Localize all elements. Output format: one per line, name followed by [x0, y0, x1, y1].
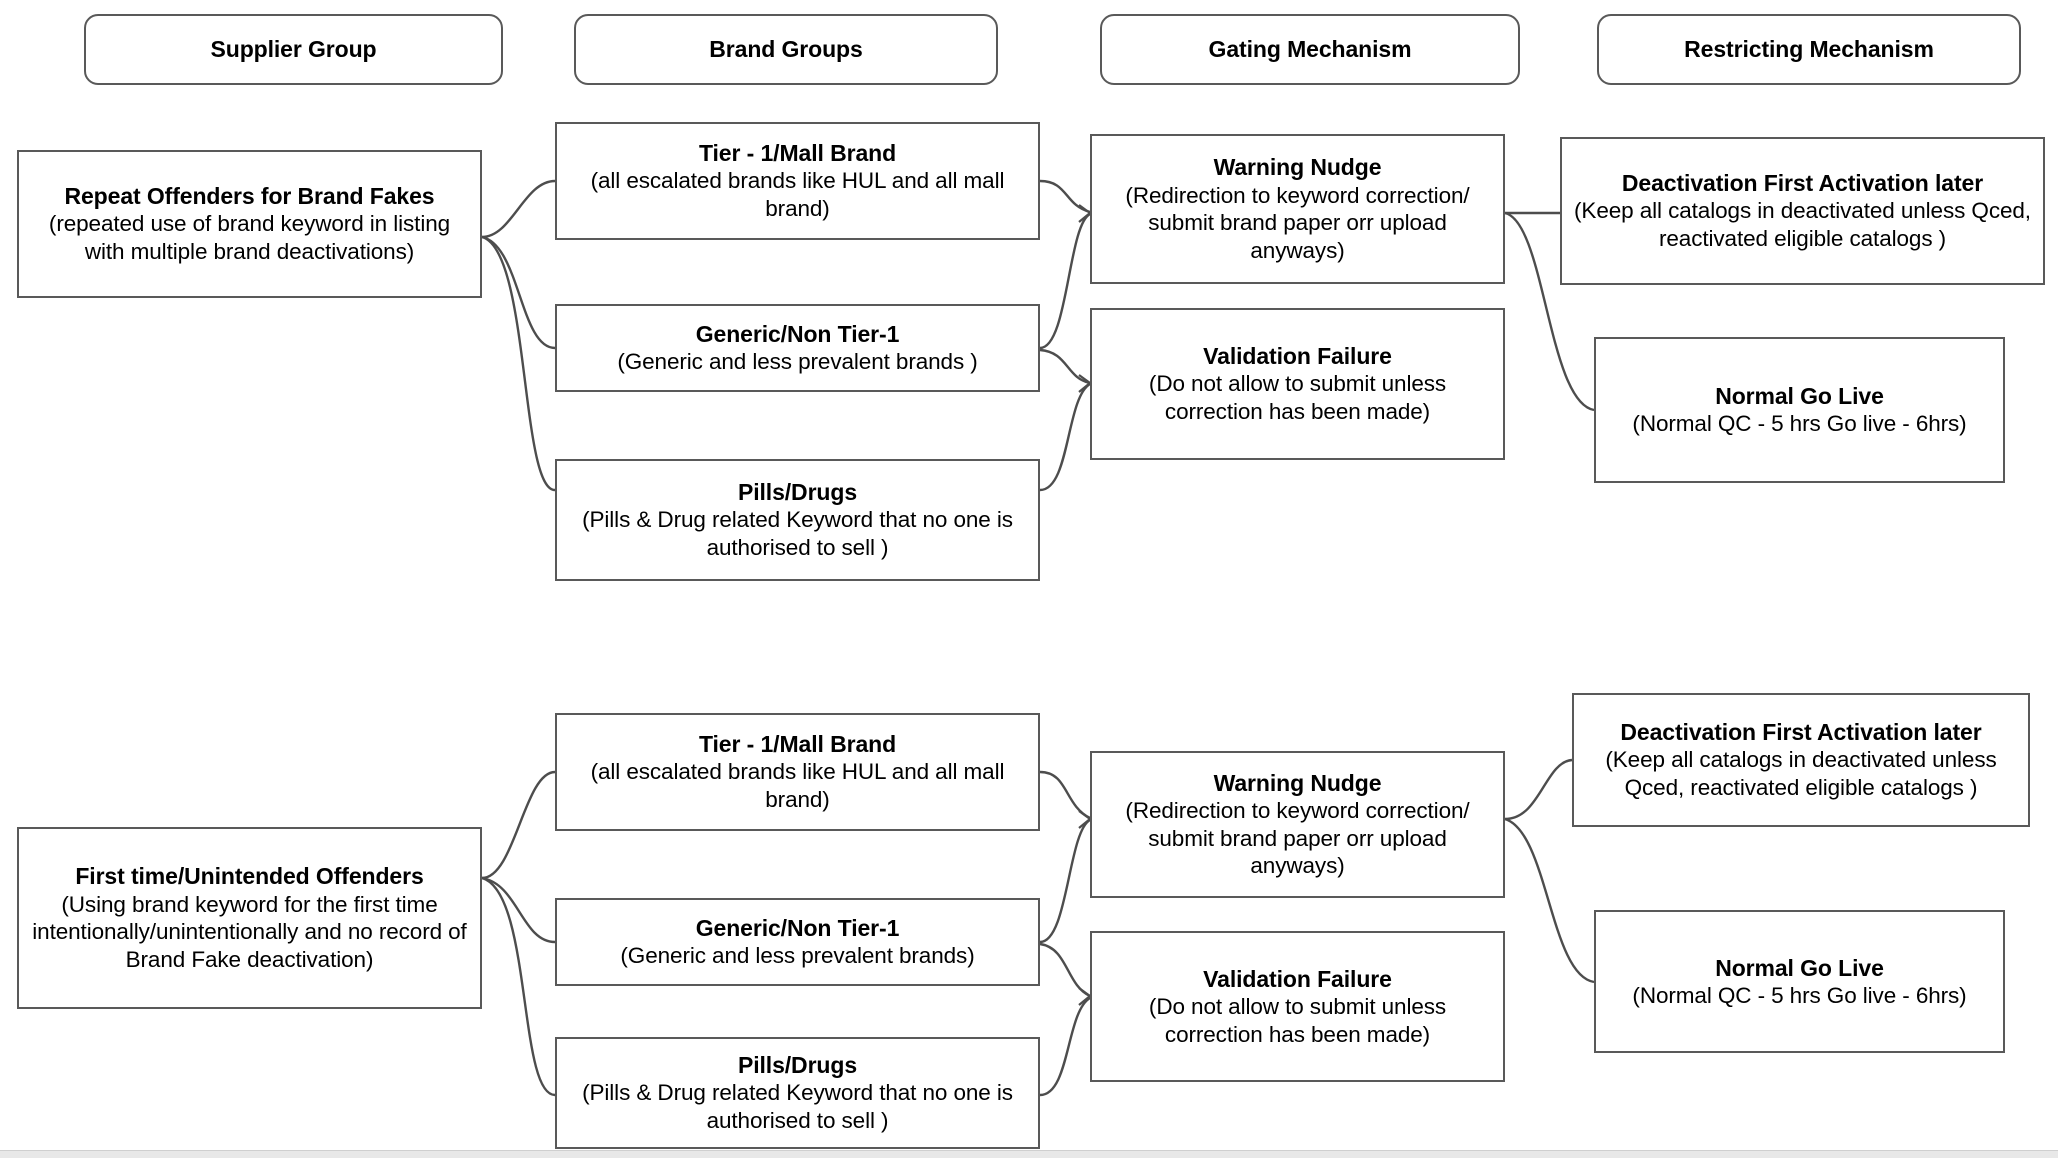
- connector-generic-to-validation-top: [1039, 348, 1091, 385]
- gating-node-warning-nudge-bottom[interactable]: Warning Nudge (Redirection to keyword co…: [1090, 751, 1505, 898]
- column-header-label: Restricting Mechanism: [1684, 36, 1934, 63]
- node-description: (Redirection to keyword correction/ subm…: [1125, 798, 1470, 879]
- connector-generic-to-validation-bottom: [1039, 942, 1091, 998]
- arrow-notch-gating-validation-top: [1078, 374, 1092, 393]
- node-title: Normal Go Live: [1715, 954, 1884, 981]
- node-title: First time/Unintended Offenders: [75, 863, 424, 890]
- connector-pills-to-validation-bottom: [1039, 996, 1091, 1097]
- node-description: (Redirection to keyword correction/ subm…: [1125, 182, 1470, 263]
- connector-pills-to-validation-top: [1039, 382, 1091, 492]
- gating-node-warning-nudge-top[interactable]: Warning Nudge (Redirection to keyword co…: [1090, 134, 1505, 284]
- node-title: Generic/Non Tier-1: [695, 915, 900, 942]
- node-description: (Keep all catalogs in deactivated unless…: [1574, 198, 2031, 252]
- brand-group-node-tier1-bottom[interactable]: Tier - 1/Mall Brand (all escalated brand…: [555, 713, 1040, 831]
- gating-node-validation-failure-bottom[interactable]: Validation Failure (Do not allow to subm…: [1090, 931, 1505, 1082]
- node-title: Generic/Non Tier-1: [695, 321, 900, 348]
- node-description: (Pills & Drug related Keyword that no on…: [582, 1080, 1013, 1134]
- node-title: Validation Failure: [1203, 965, 1392, 992]
- node-title: Pills/Drugs: [737, 479, 858, 506]
- node-title: Warning Nudge: [1213, 769, 1382, 796]
- arrow-notch-gating-validation-bottom: [1078, 987, 1092, 1006]
- connector-supplier-to-tier1-top: [481, 179, 556, 239]
- restricting-node-normal-go-live-top[interactable]: Normal Go Live (Normal QC - 5 hrs Go liv…: [1594, 337, 2005, 483]
- column-header-gating-mechanism: Gating Mechanism: [1100, 14, 1520, 85]
- connector-tier1-to-warning-bottom: [1039, 770, 1091, 820]
- connector-gating-to-deactivation-bottom: [1504, 758, 1573, 821]
- node-description: (Keep all catalogs in deactivated unless…: [1605, 747, 1997, 801]
- page-bottom-strip: [0, 1150, 2058, 1158]
- connector-generic-to-warning-bottom: [1039, 818, 1091, 944]
- connector-gating-to-normalgolive-bottom: [1504, 817, 1595, 984]
- column-header-label: Gating Mechanism: [1208, 36, 1412, 63]
- brand-group-node-pills-top[interactable]: Pills/Drugs (Pills & Drug related Keywor…: [555, 459, 1040, 581]
- connector-supplier-to-tier1-bottom: [481, 770, 556, 880]
- node-title: Deactivation First Activation later: [1620, 719, 1982, 746]
- node-description: (Using brand keyword for the first time …: [32, 891, 467, 972]
- node-title: Tier - 1/Mall Brand: [698, 731, 897, 758]
- node-description: (Pills & Drug related Keyword that no on…: [582, 507, 1013, 561]
- column-header-restricting-mechanism: Restricting Mechanism: [1597, 14, 2021, 85]
- connector-supplier-to-pills-bottom: [481, 876, 556, 1097]
- arrow-notch-gating-warning-bottom: [1078, 810, 1092, 829]
- gating-node-validation-failure-top[interactable]: Validation Failure (Do not allow to subm…: [1090, 308, 1505, 460]
- node-description: (Do not allow to submit unless correctio…: [1148, 371, 1447, 425]
- node-description: (repeated use of brand keyword in listin…: [48, 211, 451, 265]
- column-header-supplier-group: Supplier Group: [84, 14, 503, 85]
- node-title: Deactivation First Activation later: [1621, 170, 1984, 197]
- arrow-notch-gating-warning-top: [1078, 204, 1092, 223]
- column-header-label: Supplier Group: [210, 36, 377, 63]
- connector-supplier-to-pills-top: [481, 235, 556, 492]
- node-description: (Normal QC - 5 hrs Go live - 6hrs): [1632, 411, 1967, 437]
- connector-supplier-to-generic-bottom: [481, 876, 556, 944]
- node-title: Pills/Drugs: [737, 1052, 858, 1079]
- restricting-node-deactivation-top[interactable]: Deactivation First Activation later (Kee…: [1560, 137, 2045, 285]
- brand-group-node-pills-bottom[interactable]: Pills/Drugs (Pills & Drug related Keywor…: [555, 1037, 1040, 1149]
- node-description: (Normal QC - 5 hrs Go live - 6hrs): [1632, 982, 1967, 1008]
- node-title: Tier - 1/Mall Brand: [698, 140, 897, 167]
- node-title: Validation Failure: [1203, 343, 1392, 370]
- restricting-node-normal-go-live-bottom[interactable]: Normal Go Live (Normal QC - 5 hrs Go liv…: [1594, 910, 2005, 1053]
- supplier-node-repeat-offenders[interactable]: Repeat Offenders for Brand Fakes (repeat…: [17, 150, 482, 298]
- node-description: (Do not allow to submit unless correctio…: [1148, 993, 1447, 1047]
- node-title: Repeat Offenders for Brand Fakes: [64, 183, 435, 210]
- node-title: Warning Nudge: [1213, 154, 1382, 181]
- column-header-brand-groups: Brand Groups: [574, 14, 998, 85]
- node-title: Normal Go Live: [1715, 383, 1884, 410]
- supplier-node-first-time-offenders[interactable]: First time/Unintended Offenders (Using b…: [17, 827, 482, 1009]
- brand-group-node-generic-bottom[interactable]: Generic/Non Tier-1 (Generic and less pre…: [555, 898, 1040, 986]
- connector-generic-to-warning-top: [1039, 212, 1091, 350]
- node-description: (Generic and less prevalent brands): [620, 943, 975, 969]
- brand-group-node-generic-top[interactable]: Generic/Non Tier-1 (Generic and less pre…: [555, 304, 1040, 392]
- node-description: (Generic and less prevalent brands ): [617, 349, 978, 375]
- column-header-label: Brand Groups: [709, 36, 863, 63]
- connector-tier1-to-warning-top: [1039, 179, 1091, 214]
- brand-group-node-tier1-top[interactable]: Tier - 1/Mall Brand (all escalated brand…: [555, 122, 1040, 240]
- node-description: (all escalated brands like HUL and all m…: [590, 168, 1005, 222]
- node-description: (all escalated brands like HUL and all m…: [590, 759, 1005, 813]
- connector-supplier-to-generic-top: [481, 235, 556, 350]
- restricting-node-deactivation-bottom[interactable]: Deactivation First Activation later (Kee…: [1572, 693, 2030, 827]
